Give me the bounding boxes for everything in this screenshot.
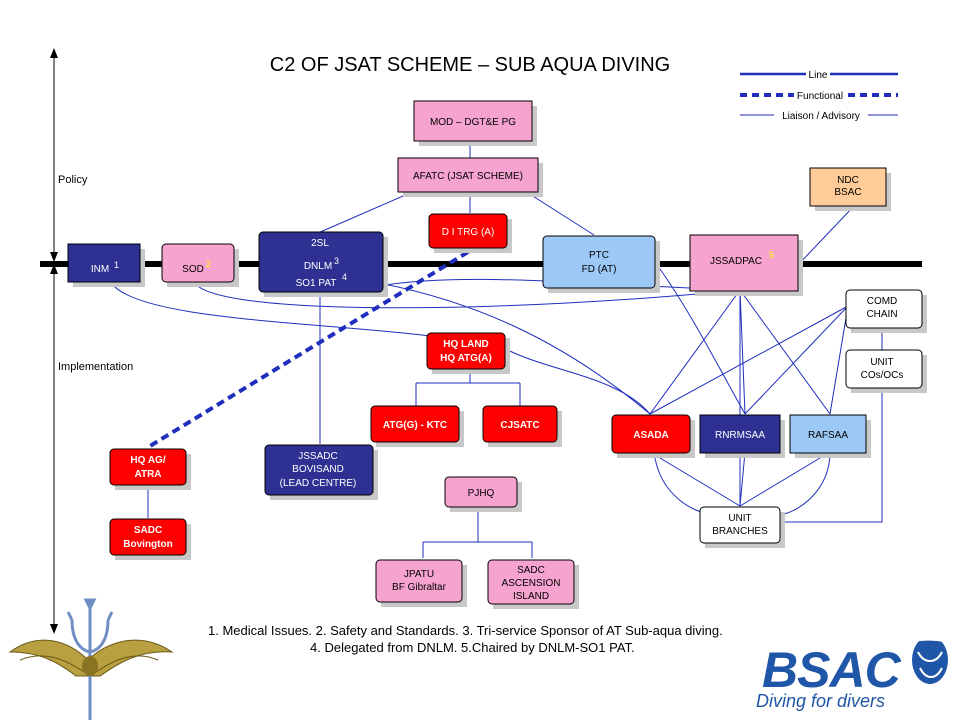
axis-bottom-arrowhead [50,624,58,634]
svg-text:PTC: PTC [589,250,609,261]
svg-text:RNRMSAA: RNRMSAA [715,430,765,441]
bsac-logo-text: BSAC [762,642,902,698]
svg-text:COs/OCs: COs/OCs [861,370,904,381]
node-sadc-ascension: SADC ASCENSION ISLAND [487,559,579,609]
svg-text:BRANCHES: BRANCHES [712,526,768,537]
node-ndc-bsac: NDC BSAC [809,167,891,211]
node-jssadc-bovisand: JSSADC BOVISAND (LEAD CENTRE) [264,444,378,500]
svg-text:ASADA: ASADA [633,430,669,441]
svg-text:MOD – DGT&E PG: MOD – DGT&E PG [430,117,516,128]
svg-text:RAFSAA: RAFSAA [808,430,848,441]
svg-text:INM: INM [91,264,109,275]
axis-top-arrowhead [50,48,58,58]
svg-text:FD (AT): FD (AT) [582,264,617,275]
node-rafsaa: RAFSAA [789,414,871,458]
svg-text:2SL: 2SL [311,238,329,249]
svg-text:ISLAND: ISLAND [513,591,549,602]
node-hq-ag-atra: HQ AG/ ATRA [109,448,191,490]
svg-text:5: 5 [769,250,774,260]
node-2sl-dnlm-so1pat: 2SL DNLM 3 SO1 PAT 4 [258,231,388,297]
svg-text:Bovington: Bovington [123,539,172,550]
svg-text:4: 4 [342,272,347,282]
node-sod: SOD 2 [161,243,239,287]
page-title: C2 OF JSAT SCHEME – SUB AQUA DIVING [270,54,670,76]
svg-text:JPATU: JPATU [404,569,434,580]
svg-text:BOVISAND: BOVISAND [292,464,344,475]
svg-text:BSAC: BSAC [834,187,861,198]
node-unit-branches: UNIT BRANCHES [699,506,785,548]
svg-text:ASCENSION: ASCENSION [502,578,561,589]
node-ptc-fd-at: PTC FD (AT) [542,235,660,293]
svg-text:(LEAD CENTRE): (LEAD CENTRE) [280,478,357,489]
node-pjhq: PJHQ [444,476,522,512]
node-inm: INM 1 [67,243,145,287]
node-di-trg-a: D I TRG (A) [428,213,512,253]
svg-text:3: 3 [334,256,339,266]
svg-text:AFATC (JSAT SCHEME): AFATC (JSAT SCHEME) [413,171,523,182]
svg-text:COMD: COMD [867,296,898,307]
svg-text:ATRA: ATRA [134,469,161,480]
bsac-tagline: Diving for divers [756,691,885,711]
node-atg-ktc: ATG(G) - KTC [370,405,464,447]
svg-text:DNLM: DNLM [304,261,332,272]
svg-text:UNIT: UNIT [728,513,751,524]
svg-text:SOD: SOD [182,264,204,275]
svg-text:SADC: SADC [517,565,545,576]
svg-text:2: 2 [206,259,211,269]
bsac-logo: BSAC Diving for divers [756,633,948,711]
svg-text:1: 1 [114,260,119,270]
node-unit-cos-ocs: UNIT COs/OCs [845,349,927,393]
axis-mid-arrowhead-down [50,252,58,262]
svg-text:UNIT: UNIT [870,357,893,368]
legend-liaison-label: Liaison / Advisory [782,111,860,122]
svg-text:CJSATC: CJSATC [500,420,539,431]
node-sadc-bovington: SADC Bovington [109,518,191,560]
legend: Line Functional Liaison / Advisory [740,68,898,122]
node-mod-dgte-pg: MOD – DGT&E PG [413,100,537,146]
footnote-line-2: 4. Delegated from DNLM. 5.Chaired by DNL… [310,640,635,655]
svg-text:ATG(G) - KTC: ATG(G) - KTC [383,420,447,431]
svg-text:JSSADPAC: JSSADPAC [710,256,762,267]
node-comd-chain: COMD CHAIN [845,289,927,333]
svg-text:PJHQ: PJHQ [468,488,495,499]
svg-text:HQ AG/: HQ AG/ [130,455,165,466]
axis-mid-arrowhead-up [50,264,58,274]
svg-text:BF Gibraltar: BF Gibraltar [392,582,447,593]
node-rnrmsaa: RNRMSAA [699,414,785,458]
svg-text:SADC: SADC [134,525,162,536]
footnote-line-1: 1. Medical Issues. 2. Safety and Standar… [208,623,723,638]
svg-text:NDC: NDC [837,175,859,186]
node-hq-land: HQ LAND HQ ATG(A) [426,332,510,374]
svg-text:HQ LAND: HQ LAND [443,339,489,350]
neptune-head-icon [912,633,948,684]
policy-label: Policy [58,174,88,186]
node-jssadpac: JSSADPAC 5 [689,234,803,296]
legend-line-label: Line [809,70,828,81]
svg-text:SO1 PAT: SO1 PAT [296,278,337,289]
node-afatc: AFATC (JSAT SCHEME) [397,157,543,197]
trident-wings-emblem-icon [8,598,174,720]
legend-functional-label: Functional [797,91,843,102]
node-jpatu-gibraltar: JPATU BF Gibraltar [375,559,467,607]
svg-text:JSSADC: JSSADC [298,451,337,462]
svg-text:CHAIN: CHAIN [866,309,897,320]
implementation-label: Implementation [58,361,133,373]
node-cjsatc: CJSATC [482,405,562,447]
node-asada: ASADA [611,414,695,458]
svg-text:D I TRG (A): D I TRG (A) [442,227,495,238]
svg-text:HQ ATG(A): HQ ATG(A) [440,353,492,364]
